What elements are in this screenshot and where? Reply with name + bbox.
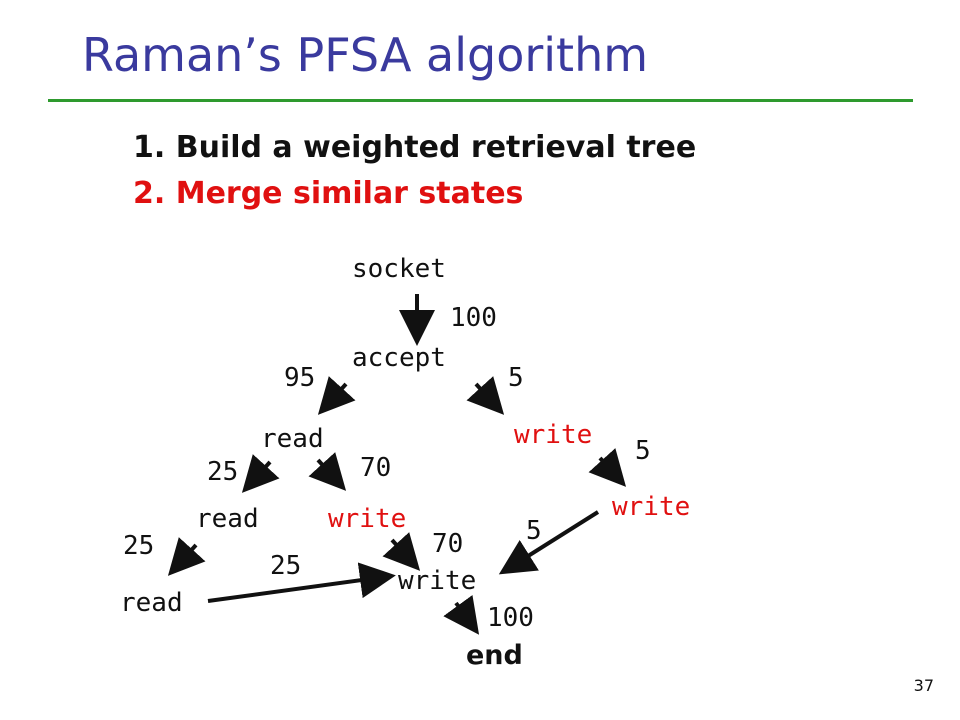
node-write-3: write bbox=[612, 492, 690, 522]
node-socket: socket bbox=[352, 254, 446, 284]
node-end: end bbox=[466, 640, 523, 671]
node-write-4: write bbox=[398, 566, 476, 596]
edge-accept-read bbox=[317, 376, 356, 415]
edge-read3-write4 bbox=[207, 562, 396, 603]
title-divider bbox=[48, 99, 913, 102]
edge-write-write bbox=[588, 448, 627, 487]
edge-write3-write4 bbox=[498, 510, 600, 575]
weight-write-write: 5 bbox=[635, 436, 651, 466]
weight-accept-read: 95 bbox=[284, 363, 315, 393]
edge-read2-read3 bbox=[167, 537, 206, 576]
weight-read3-write4: 25 bbox=[270, 551, 301, 581]
edge-read-read bbox=[241, 454, 280, 493]
weight-read2-read3: 25 bbox=[123, 531, 154, 561]
slide-title: Raman’s PFSA algorithm bbox=[82, 28, 649, 82]
weight-read-read: 25 bbox=[207, 457, 238, 487]
node-accept: accept bbox=[352, 343, 446, 373]
step-2: 2. Merge similar states bbox=[133, 176, 524, 211]
node-read-1: read bbox=[261, 424, 324, 454]
edge-write4-end bbox=[443, 595, 480, 635]
node-write-1: write bbox=[514, 420, 592, 450]
step-1: 1. Build a weighted retrieval tree bbox=[133, 130, 697, 165]
weight-write2-write4: 70 bbox=[432, 529, 463, 559]
edge-write2-write4 bbox=[382, 532, 421, 571]
weight-write4-end: 100 bbox=[487, 603, 534, 633]
weight-read-write: 70 bbox=[360, 453, 391, 483]
node-write-2: write bbox=[328, 504, 406, 534]
weight-accept-write: 5 bbox=[508, 363, 524, 393]
page-number: 37 bbox=[913, 676, 934, 695]
weight-write3-write4: 5 bbox=[526, 516, 542, 546]
edge-accept-write bbox=[466, 376, 505, 415]
node-read-3: read bbox=[120, 588, 183, 618]
node-read-2: read bbox=[196, 504, 259, 534]
weight-socket-accept: 100 bbox=[450, 303, 497, 333]
edge-read-write bbox=[308, 452, 347, 491]
